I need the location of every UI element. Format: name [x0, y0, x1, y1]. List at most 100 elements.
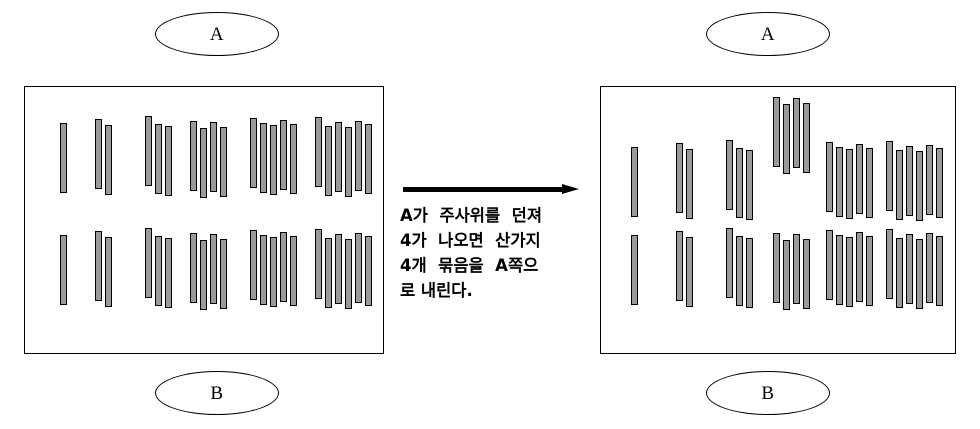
tally-stick[interactable] — [315, 117, 322, 187]
tally-stick[interactable] — [190, 233, 197, 303]
tally-stick[interactable] — [826, 142, 833, 212]
tally-stick[interactable] — [105, 237, 112, 307]
tally-stick[interactable] — [726, 228, 733, 298]
tally-stick[interactable] — [210, 234, 217, 304]
tally-stick[interactable] — [270, 237, 277, 307]
tally-group-1[interactable] — [60, 87, 76, 353]
tally-group-5[interactable] — [826, 87, 882, 353]
tally-group-3[interactable] — [145, 87, 181, 353]
tally-group-1[interactable] — [60, 87, 76, 353]
tally-stick[interactable] — [165, 126, 172, 196]
tally-stick[interactable] — [95, 231, 102, 301]
tally-stick[interactable] — [896, 238, 903, 308]
tally-stick[interactable] — [165, 238, 172, 308]
tally-stick[interactable] — [793, 234, 800, 304]
tally-group-5[interactable] — [250, 87, 306, 353]
tally-stick[interactable] — [906, 146, 913, 216]
tally-stick[interactable] — [155, 236, 162, 306]
tally-stick[interactable] — [315, 229, 322, 299]
tally-stick[interactable] — [260, 235, 267, 305]
tally-stick[interactable] — [145, 228, 152, 298]
tally-group-2[interactable] — [676, 87, 702, 353]
tally-stick[interactable] — [926, 145, 933, 215]
tally-group-3[interactable] — [726, 87, 762, 353]
tally-stick[interactable] — [936, 148, 943, 218]
tally-stick[interactable] — [846, 237, 853, 307]
tally-stick[interactable] — [746, 238, 753, 308]
tally-stick[interactable] — [793, 98, 800, 168]
tally-group-4[interactable] — [773, 87, 819, 353]
tally-group-6[interactable] — [315, 87, 381, 353]
tally-stick[interactable] — [916, 151, 923, 221]
tally-stick[interactable] — [803, 239, 810, 309]
tally-stick[interactable] — [290, 236, 297, 306]
tally-stick[interactable] — [886, 141, 893, 211]
tally-stick[interactable] — [280, 120, 287, 190]
tally-group-4[interactable] — [190, 87, 236, 353]
tally-stick[interactable] — [325, 126, 332, 196]
tally-stick[interactable] — [190, 121, 197, 191]
tally-stick[interactable] — [345, 239, 352, 309]
tally-group-4[interactable] — [190, 87, 236, 353]
tally-stick[interactable] — [736, 148, 743, 218]
tally-group-5[interactable] — [250, 87, 306, 353]
tally-group-6[interactable] — [315, 87, 381, 353]
tally-group-2[interactable] — [95, 87, 121, 353]
tally-stick[interactable] — [836, 147, 843, 217]
tally-stick[interactable] — [250, 118, 257, 188]
tally-stick[interactable] — [803, 103, 810, 173]
tally-stick[interactable] — [686, 237, 693, 307]
tally-stick[interactable] — [105, 125, 112, 195]
tally-stick[interactable] — [846, 149, 853, 219]
tally-stick[interactable] — [826, 230, 833, 300]
tally-stick[interactable] — [355, 121, 362, 191]
tally-stick[interactable] — [200, 128, 207, 198]
tally-stick[interactable] — [916, 239, 923, 309]
tally-stick[interactable] — [726, 140, 733, 210]
tally-stick[interactable] — [686, 149, 693, 219]
tally-stick[interactable] — [95, 119, 102, 189]
tally-stick[interactable] — [866, 148, 873, 218]
tally-group-1[interactable] — [631, 87, 647, 353]
tally-group-4[interactable] — [773, 87, 819, 353]
tally-group-1[interactable] — [631, 87, 647, 353]
tally-stick[interactable] — [280, 232, 287, 302]
tally-stick[interactable] — [270, 125, 277, 195]
tally-stick[interactable] — [220, 127, 227, 197]
tally-stick[interactable] — [290, 124, 297, 194]
tally-stick[interactable] — [773, 233, 780, 303]
tally-stick[interactable] — [335, 122, 342, 192]
tally-stick[interactable] — [676, 143, 683, 213]
tally-stick[interactable] — [773, 97, 780, 167]
tally-stick[interactable] — [926, 233, 933, 303]
tally-stick[interactable] — [220, 239, 227, 309]
tally-stick[interactable] — [896, 150, 903, 220]
tally-stick[interactable] — [60, 235, 67, 305]
tally-group-3[interactable] — [145, 87, 181, 353]
tally-stick[interactable] — [60, 123, 67, 193]
tally-stick[interactable] — [631, 235, 638, 305]
tally-group-6[interactable] — [886, 87, 952, 353]
tally-stick[interactable] — [365, 124, 372, 194]
tally-group-6[interactable] — [886, 87, 952, 353]
tally-stick[interactable] — [676, 231, 683, 301]
tally-stick[interactable] — [250, 230, 257, 300]
tally-stick[interactable] — [836, 235, 843, 305]
tally-stick[interactable] — [200, 240, 207, 310]
tally-stick[interactable] — [210, 122, 217, 192]
tally-stick[interactable] — [856, 232, 863, 302]
tally-group-3[interactable] — [726, 87, 762, 353]
tally-stick[interactable] — [936, 236, 943, 306]
tally-stick[interactable] — [631, 147, 638, 217]
tally-stick[interactable] — [145, 116, 152, 186]
tally-stick[interactable] — [365, 236, 372, 306]
tally-stick[interactable] — [866, 236, 873, 306]
tally-stick[interactable] — [886, 229, 893, 299]
tally-stick[interactable] — [260, 123, 267, 193]
tally-stick[interactable] — [345, 127, 352, 197]
tally-stick[interactable] — [335, 234, 342, 304]
tally-stick[interactable] — [906, 234, 913, 304]
tally-group-5[interactable] — [826, 87, 882, 353]
tally-stick[interactable] — [783, 240, 790, 310]
tally-group-2[interactable] — [95, 87, 121, 353]
